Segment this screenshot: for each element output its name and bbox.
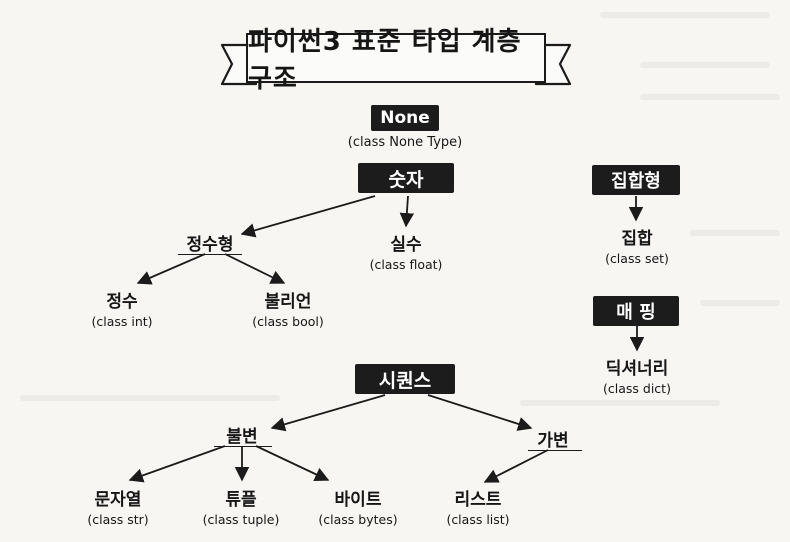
none-label: None (380, 108, 430, 128)
tuple-class: (class tuple) (202, 512, 280, 527)
arrow-mutable-to-list (483, 449, 549, 483)
str-class: (class str) (87, 512, 149, 527)
bool-node: 불리언 (class bool) (252, 287, 323, 329)
int-label: 정수 (106, 292, 138, 312)
integer-group-node: 정수형 (187, 230, 234, 255)
float-node: 실수 (class float) (370, 230, 443, 272)
background-text-line (640, 94, 780, 100)
immutable-node: 불변 (226, 422, 257, 447)
mapping-label: 매 핑 (616, 302, 656, 323)
number-label: 숫자 (388, 168, 424, 191)
integer-group-underline (178, 254, 242, 255)
str-label: 문자열 (94, 490, 142, 510)
arrow-number-to-float (399, 195, 415, 228)
tuple-node: 튜플 (class tuple) (203, 485, 280, 527)
background-text-line (690, 230, 780, 236)
page-title: 파이썬3 표준 타입 계층 구조 (248, 27, 522, 94)
title-banner: 파이썬3 표준 타입 계층 구조 (246, 27, 546, 94)
list-label: 리스트 (454, 490, 502, 510)
arrow-integer-to-bool (224, 253, 286, 284)
mutable-underline (528, 450, 582, 451)
bytes-node: 바이트 (class bytes) (318, 485, 397, 527)
sequence-label: 시퀀스 (378, 369, 432, 392)
set-class: (class set) (605, 251, 669, 266)
bool-class: (class bool) (252, 314, 324, 329)
int-node: 정수 (class int) (91, 287, 152, 329)
list-class: (class list) (446, 512, 510, 527)
float-label: 실수 (390, 235, 422, 255)
mutable-label: 가변 (537, 431, 569, 451)
banner-ribbon-right (534, 43, 572, 86)
background-text-line (640, 62, 770, 68)
dict-node: 딕셔너리 (class dict) (603, 354, 671, 396)
str-node: 문자열 (class str) (87, 485, 148, 527)
none-class: (class None Type) (347, 135, 463, 150)
set-label: 집합 (621, 229, 653, 249)
list-node: 리스트 (class list) (446, 485, 509, 527)
banner-ribbon-left (220, 43, 258, 86)
background-text-line (20, 395, 280, 401)
number-tag: 숫자 (358, 163, 454, 193)
dict-class: (class dict) (603, 381, 671, 396)
mapping-tag: 매 핑 (593, 296, 679, 326)
arrow-number-to-integer (240, 195, 376, 238)
arrow-sequence-to-mutable (427, 394, 533, 431)
arrow-integer-to-int (136, 253, 206, 285)
immutable-label: 불변 (226, 427, 258, 447)
int-class: (class int) (91, 314, 153, 329)
mutable-node: 가변 (537, 426, 568, 451)
bytes-label: 바이트 (334, 490, 382, 510)
background-text-line (600, 12, 770, 18)
bool-label: 불리언 (264, 292, 312, 312)
settype-tag: 집합형 (592, 165, 680, 195)
integer-group-label: 정수형 (186, 235, 234, 255)
float-class: (class float) (369, 257, 443, 272)
sequence-tag: 시퀀스 (355, 364, 455, 394)
none-tag: None (371, 105, 439, 131)
bytes-class: (class bytes) (318, 512, 398, 527)
set-node: 집합 (class set) (605, 224, 669, 266)
arrow-immutable-to-str (128, 445, 226, 483)
arrow-sequence-to-immutable (270, 394, 386, 432)
arrow-immutable-to-bytes (255, 445, 330, 481)
tuple-label: 튜플 (225, 490, 257, 510)
background-text-line (700, 300, 780, 306)
background-text-line (520, 400, 720, 406)
immutable-underline (214, 446, 272, 447)
dict-label: 딕셔너리 (605, 359, 669, 379)
settype-label: 집합형 (611, 171, 661, 192)
